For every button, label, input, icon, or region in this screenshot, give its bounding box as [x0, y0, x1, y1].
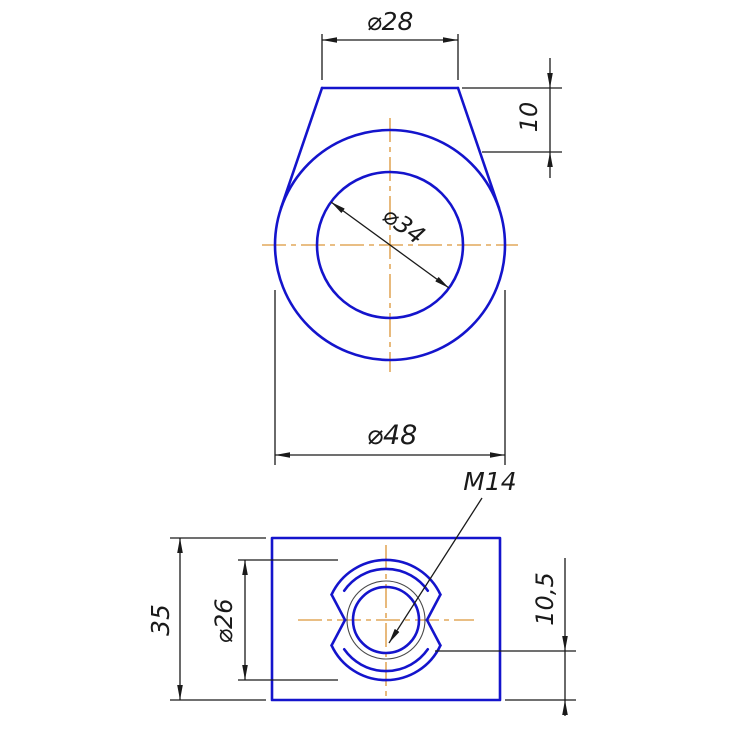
boss-chamfer-arc-top	[342, 567, 430, 592]
notch-right-lower-edge	[425, 618, 442, 647]
dimension-label: ⌀28	[367, 7, 414, 36]
notch-left-lower-edge	[330, 618, 347, 647]
dimension-label: 10,5	[531, 572, 559, 625]
dimension-body-height: 35	[146, 537, 266, 701]
dimension-boss-height: 10	[462, 58, 562, 178]
dimension-label: ⌀48	[367, 420, 418, 451]
notch-right-upper-edge	[425, 593, 442, 622]
dimension-top-width: ⌀28	[321, 7, 459, 80]
boss-chamfer-arc-bottom	[342, 648, 430, 673]
dimension-label: ⌀34	[377, 201, 430, 250]
thread-callout-label: M14	[463, 467, 516, 496]
dimension-slot-depth: 10,5	[435, 558, 576, 716]
thread-minor-circle	[351, 585, 421, 655]
body-outline	[270, 536, 502, 702]
boss-outer-arc-bottom	[330, 644, 442, 682]
dimension-outer-diameter: ⌀48	[274, 290, 506, 465]
thread-callout: M14	[388, 467, 517, 644]
dimension-line	[330, 201, 450, 289]
outer-profile-circle	[273, 128, 507, 362]
notch-left-upper-edge	[330, 593, 347, 622]
dimension-label: 10	[515, 102, 543, 133]
boss-right-edge	[456, 86, 501, 210]
dimension-boss-diameter: ⌀26	[210, 559, 338, 681]
bore-circle	[315, 170, 465, 320]
leader-line	[388, 497, 483, 644]
bottom-view: M14 35 ⌀26 10,5	[146, 467, 576, 716]
dimension-label: ⌀26	[210, 599, 238, 644]
thread-major-circle	[346, 580, 426, 660]
front-view: ⌀28 10 ⌀34 ⌀48	[262, 7, 562, 465]
boss-left-edge	[279, 86, 324, 210]
dimension-label: 35	[146, 604, 175, 636]
